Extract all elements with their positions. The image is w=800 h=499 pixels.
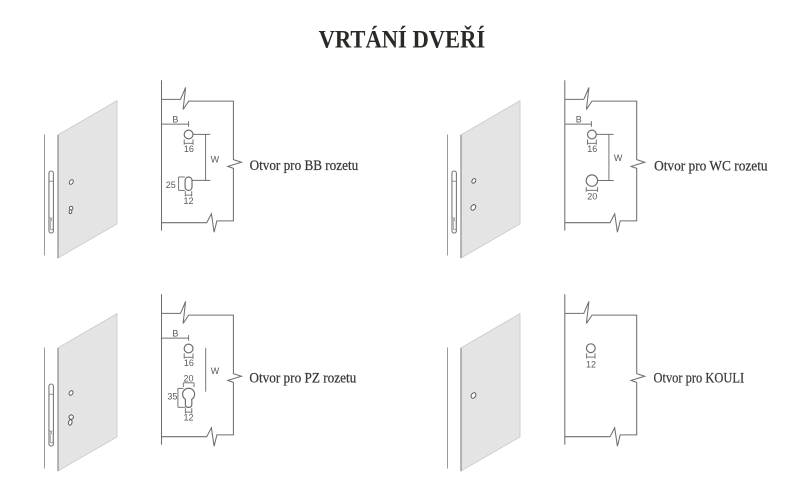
svg-text:12: 12 xyxy=(183,196,193,206)
svg-text:20: 20 xyxy=(183,373,193,383)
svg-text:B: B xyxy=(172,114,178,124)
svg-text:B: B xyxy=(576,114,582,124)
svg-text:W: W xyxy=(211,155,220,165)
svg-text:W: W xyxy=(614,153,623,163)
svg-text:16: 16 xyxy=(184,144,194,154)
svg-text:VRTÁNÍ DVEŘÍ: VRTÁNÍ DVEŘÍ xyxy=(319,26,486,54)
svg-text:25: 25 xyxy=(166,180,176,190)
svg-text:16: 16 xyxy=(587,144,597,154)
svg-text:Otvor pro WC rozetu: Otvor pro WC rozetu xyxy=(654,158,768,174)
svg-text:Otvor pro PZ rozetu: Otvor pro PZ rozetu xyxy=(249,370,356,386)
svg-text:16: 16 xyxy=(184,358,194,368)
svg-text:12: 12 xyxy=(586,360,596,370)
svg-text:B: B xyxy=(172,328,178,338)
svg-text:35: 35 xyxy=(167,392,177,402)
svg-text:20: 20 xyxy=(587,192,597,202)
svg-text:12: 12 xyxy=(183,413,193,423)
svg-text:W: W xyxy=(211,366,220,376)
svg-text:Otvor pro BB rozetu: Otvor pro BB rozetu xyxy=(250,158,359,174)
svg-text:Otvor pro KOULI: Otvor pro KOULI xyxy=(654,370,745,386)
